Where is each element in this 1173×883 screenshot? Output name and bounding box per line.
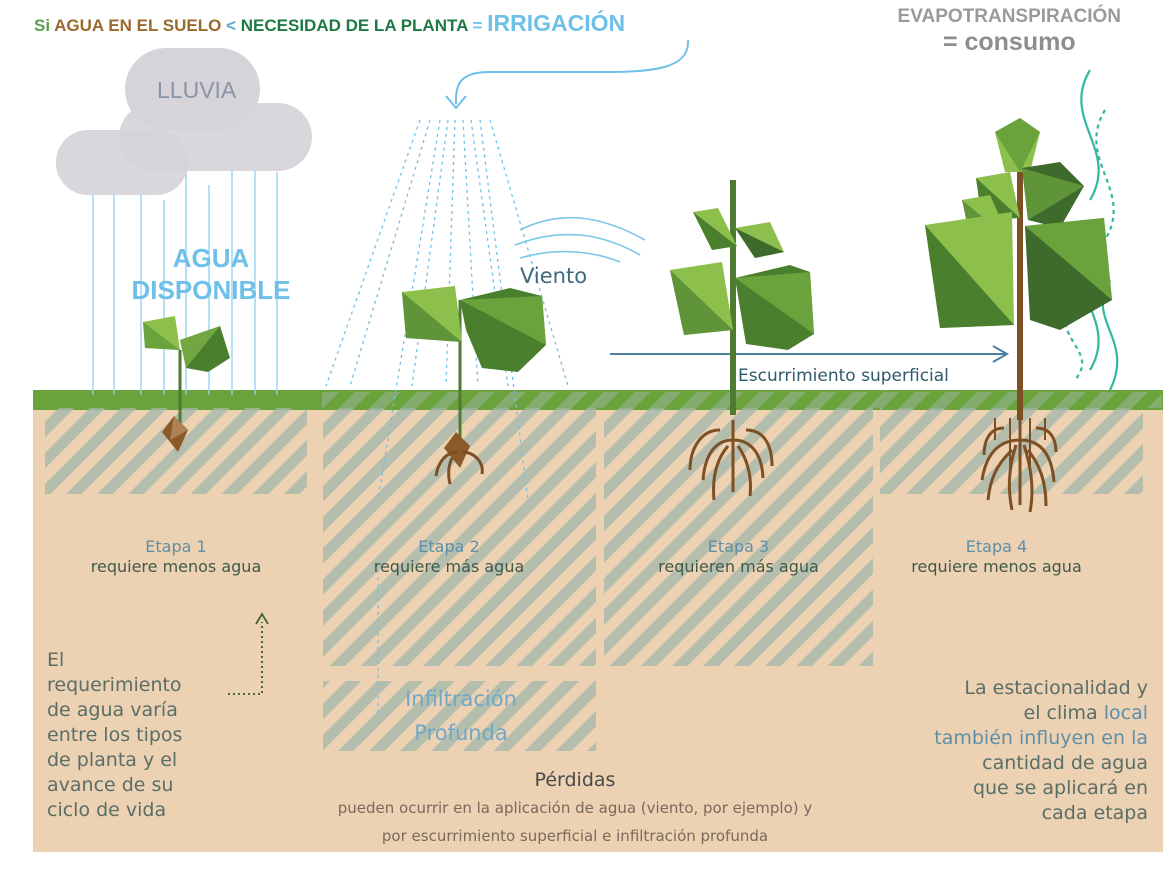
plant-stage-4 xyxy=(925,118,1112,513)
right-note-line-1: La estacionalidad y xyxy=(964,677,1148,699)
stage-label-2: Etapa 2 requiere más agua xyxy=(323,537,575,577)
evapotranspiracion-label: EVAPOTRANSPIRACIÓN = consumo xyxy=(898,6,1121,57)
left-note-line-6: avance de su xyxy=(47,774,174,796)
left-note-arrow xyxy=(228,622,263,695)
deep-infiltration-block xyxy=(323,681,596,751)
agua-disponible-label: AGUA DISPONIBLE xyxy=(118,242,304,306)
right-note-line-6: cada etapa xyxy=(1041,802,1148,824)
plant-stage-2 xyxy=(402,286,546,485)
right-note-line-2: el clima local xyxy=(934,701,1149,726)
right-note: La estacionalidad y el clima local tambi… xyxy=(934,676,1148,826)
right-note-line-4: cantidad de agua xyxy=(982,752,1148,774)
stage-1-name: Etapa 1 xyxy=(145,537,207,556)
rain-clouds xyxy=(56,48,312,195)
stage-4-name: Etapa 4 xyxy=(965,537,1028,556)
perdidas-line-2: por escurrimiento superficial e infiltra… xyxy=(381,827,769,845)
title-less-than: < xyxy=(226,16,237,35)
infiltracion-line-2: Profunda xyxy=(414,721,508,745)
right-note-line-3: también influyen en la xyxy=(934,727,1148,749)
left-note-line-7: ciclo de vida xyxy=(47,799,167,821)
evapo-line-2: = consumo xyxy=(942,28,1076,56)
plant-stage-1 xyxy=(143,316,230,452)
stage-2-name: Etapa 2 xyxy=(418,537,480,556)
title-necesidad: NECESIDAD DE LA PLANTA xyxy=(240,16,468,35)
wind-lines xyxy=(514,216,646,263)
right-note-line-5: que se aplicará en xyxy=(972,777,1148,799)
title-formula: Si AGUA EN EL SUELO < NECESIDAD DE LA PL… xyxy=(34,10,625,37)
stage-label-4: Etapa 4 requiere menos agua xyxy=(880,537,1113,577)
title-si: Si xyxy=(34,16,51,35)
stage-4-desc: requiere menos agua xyxy=(911,557,1082,576)
stage-3-name: Etapa 3 xyxy=(707,537,770,556)
plant-stage-3 xyxy=(670,180,814,501)
title-equals: = xyxy=(472,16,483,35)
stage-3-desc: requieren más agua xyxy=(658,557,819,576)
stage-label-3: Etapa 3 requieren más agua xyxy=(604,537,873,577)
lluvia-label: LLUVIA xyxy=(157,77,237,103)
left-note: El requerimiento de agua varía entre los… xyxy=(47,648,182,823)
title-agua-suelo: AGUA EN EL SUELO xyxy=(54,16,222,35)
viento-label: Viento xyxy=(520,264,588,288)
agua-disponible-line-2: DISPONIBLE xyxy=(131,275,291,305)
escurrimiento-label: Escurrimiento superficial xyxy=(738,366,949,386)
title-irrigacion: IRRIGACIÓN xyxy=(487,10,626,36)
left-note-line-4: entre los tipos xyxy=(47,724,183,746)
right-note-clima: el clima xyxy=(1023,702,1098,724)
agua-disponible-line-1: AGUA xyxy=(172,243,250,273)
perdidas-block: Pérdidas pueden ocurrir en la aplicación… xyxy=(230,766,920,850)
infiltracion-label: Infiltración Profunda xyxy=(376,682,546,750)
infiltracion-line-1: Infiltración xyxy=(405,687,517,711)
left-note-line-5: de planta y el xyxy=(47,749,178,771)
evapo-line-1: EVAPOTRANSPIRACIÓN xyxy=(897,6,1121,27)
perdidas-title: Pérdidas xyxy=(534,769,616,791)
stage-label-1: Etapa 1 requiere menos agua xyxy=(45,537,307,577)
runoff-arrow xyxy=(610,345,1010,363)
left-note-line-3: de agua varía xyxy=(47,699,178,721)
stage-2-desc: requiere más agua xyxy=(373,557,525,576)
irrigation-arrow xyxy=(454,39,690,105)
perdidas-line-1: pueden ocurrir en la aplicación de agua … xyxy=(337,799,813,817)
stage-1-desc: requiere menos agua xyxy=(90,557,262,576)
left-note-line-2: requerimiento xyxy=(47,674,182,696)
left-note-line-1: El xyxy=(47,649,65,671)
right-note-local: local xyxy=(1103,702,1148,724)
soil-moisture-block-3 xyxy=(604,408,873,666)
